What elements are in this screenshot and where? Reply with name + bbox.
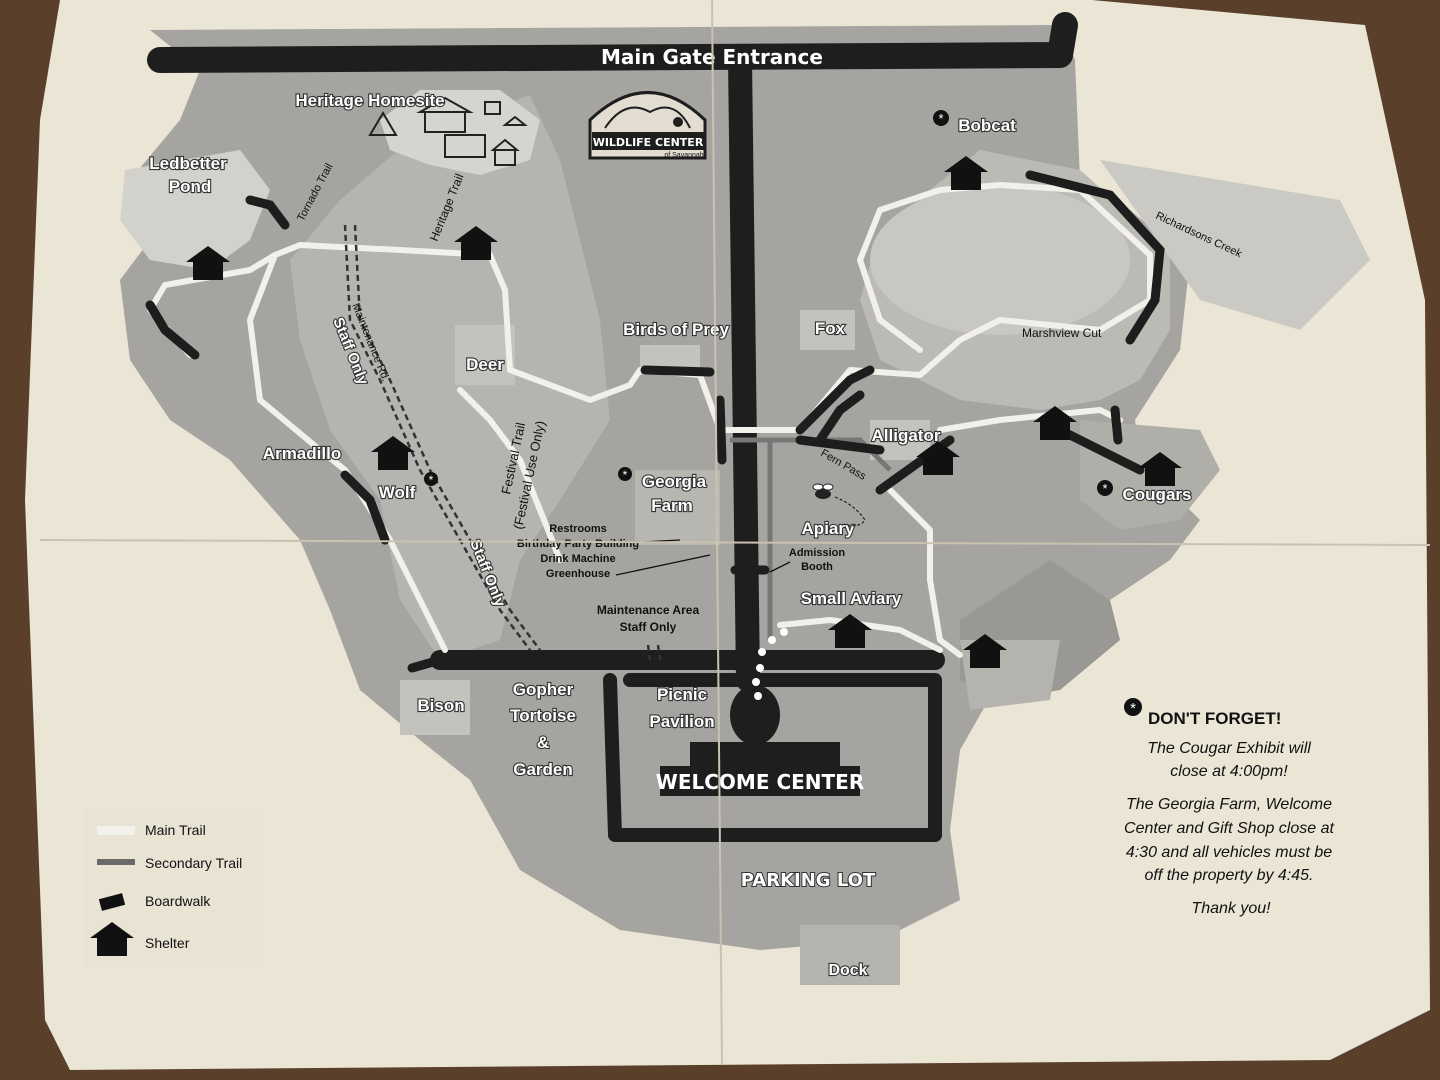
land-areas: [120, 25, 1370, 985]
label-apiary: Apiary: [802, 519, 855, 538]
label-bison: Bison: [417, 696, 464, 715]
legend-main-trail: Main Trail: [145, 822, 206, 838]
cougars-asterisk-icon: [1097, 480, 1113, 496]
label-picnic-pavilion-1: Picnic: [657, 685, 707, 704]
label-dock: Dock: [828, 962, 867, 979]
label-parking-lot: PARKING LOT: [741, 870, 876, 891]
label-picnic-pavilion-2: Pavilion: [649, 712, 714, 731]
label-georgia-farm-2: Farm: [651, 496, 693, 515]
label-armadillo: Armadillo: [263, 444, 341, 463]
notice-asterisk-icon: [1124, 698, 1142, 716]
main-trail-swatch: [97, 826, 135, 835]
cougars-asterisk-glyph: *: [1102, 481, 1107, 496]
label-bobcat: Bobcat: [958, 116, 1016, 135]
maintenance-road: [343, 224, 662, 661]
notice-line-1: The Cougar Exhibit will: [1147, 740, 1311, 757]
label-alligator: Alligator: [872, 426, 941, 445]
label-fox: Fox: [815, 319, 846, 338]
notice-heading: DON'T FORGET!: [1148, 709, 1281, 728]
label-greenhouse: Greenhouse: [546, 568, 610, 580]
legend: Main Trail Secondary Trail Boardwalk She…: [85, 808, 263, 968]
wolf-asterisk-glyph: *: [429, 473, 434, 487]
label-admission-booth-1: Admission: [789, 547, 846, 559]
label-wolf: Wolf: [379, 483, 416, 502]
label-ledbetter-pond-1: Ledbetter: [149, 154, 227, 173]
label-georgia-farm-1: Georgia: [642, 472, 707, 491]
label-birds-of-prey: Birds of Prey: [623, 320, 729, 339]
notice-line-3: The Georgia Farm, Welcome: [1126, 796, 1332, 813]
notice-line-2: close at 4:00pm!: [1170, 763, 1288, 780]
notice-asterisk-glyph: *: [1130, 700, 1136, 717]
logo-subtitle: of Savannah: [664, 152, 703, 159]
label-heritage-homesite: Heritage Homesite: [295, 91, 444, 110]
label-admission-booth-2: Booth: [801, 561, 833, 573]
notice-line-4: Center and Gift Shop close at: [1124, 820, 1334, 837]
notice-line-5: 4:30 and all vehicles must be: [1126, 844, 1332, 861]
label-cougars: Cougars: [1123, 485, 1192, 504]
wolf-asterisk-icon: [424, 472, 438, 486]
logo-title: WILDLIFE CENTER: [593, 136, 704, 149]
label-restrooms: Restrooms: [549, 523, 606, 535]
notice-line-7: Thank you!: [1191, 900, 1271, 917]
main-trails: [147, 182, 1153, 658]
notice-line-6: off the property by 4:45.: [1145, 867, 1314, 884]
paw-print-icons: [752, 628, 788, 700]
legend-boardwalk: Boardwalk: [145, 893, 211, 909]
label-deer: Deer: [466, 355, 504, 374]
secondary-trails: [730, 437, 892, 640]
georgia-farm-asterisk-glyph: *: [623, 468, 628, 482]
label-welcome-center: WELCOME CENTER: [656, 770, 864, 794]
bobcat-asterisk-glyph: *: [938, 111, 943, 126]
label-maintenance-area-2: Staff Only: [620, 620, 677, 634]
legend-secondary-trail: Secondary Trail: [145, 855, 242, 871]
fold-creases: [39, 0, 1431, 1066]
label-birthday-party: Birthday Party Building: [517, 538, 639, 550]
label-gopher-tortoise-2: Tortoise: [510, 706, 576, 725]
label-gopher-tortoise-1: Gopher: [513, 680, 574, 699]
label-gopher-tortoise-4: Garden: [513, 760, 573, 779]
label-small-aviary: Small Aviary: [801, 589, 902, 608]
homesite-buildings: [368, 96, 528, 166]
roads: [147, 12, 1078, 842]
label-ledbetter-pond-2: Pond: [169, 177, 212, 196]
boardwalk-swatch-icon: [98, 893, 126, 911]
label-marshview-cut: Marshview Cut: [1022, 326, 1102, 340]
georgia-farm-asterisk-icon: [618, 467, 632, 481]
admission-pointer-line: [769, 561, 791, 573]
closing-notice: * DON'T FORGET! The Cougar Exhibit will …: [1124, 698, 1335, 917]
bobcat-asterisk-icon: [933, 110, 949, 126]
place-labels: Heritage Homesite Ledbetter Pond * Bobca…: [148, 90, 1192, 980]
label-gopher-tortoise-3: &: [537, 733, 549, 752]
facility-labels: Restrooms Birthday Party Building Drink …: [517, 523, 846, 634]
bee-icon: [812, 483, 834, 499]
legend-shelter: Shelter: [145, 935, 190, 951]
label-drink-machine: Drink Machine: [540, 553, 615, 565]
label-maintenance-area-1: Maintenance Area: [597, 603, 700, 617]
secondary-trail-swatch: [97, 859, 135, 865]
wildlife-center-logo: WILDLIFE CENTER of Savannah: [588, 91, 707, 160]
welcome-center-label-bg: [660, 766, 860, 796]
welcome-center-building: [690, 742, 840, 767]
boardwalks: [145, 170, 1165, 673]
